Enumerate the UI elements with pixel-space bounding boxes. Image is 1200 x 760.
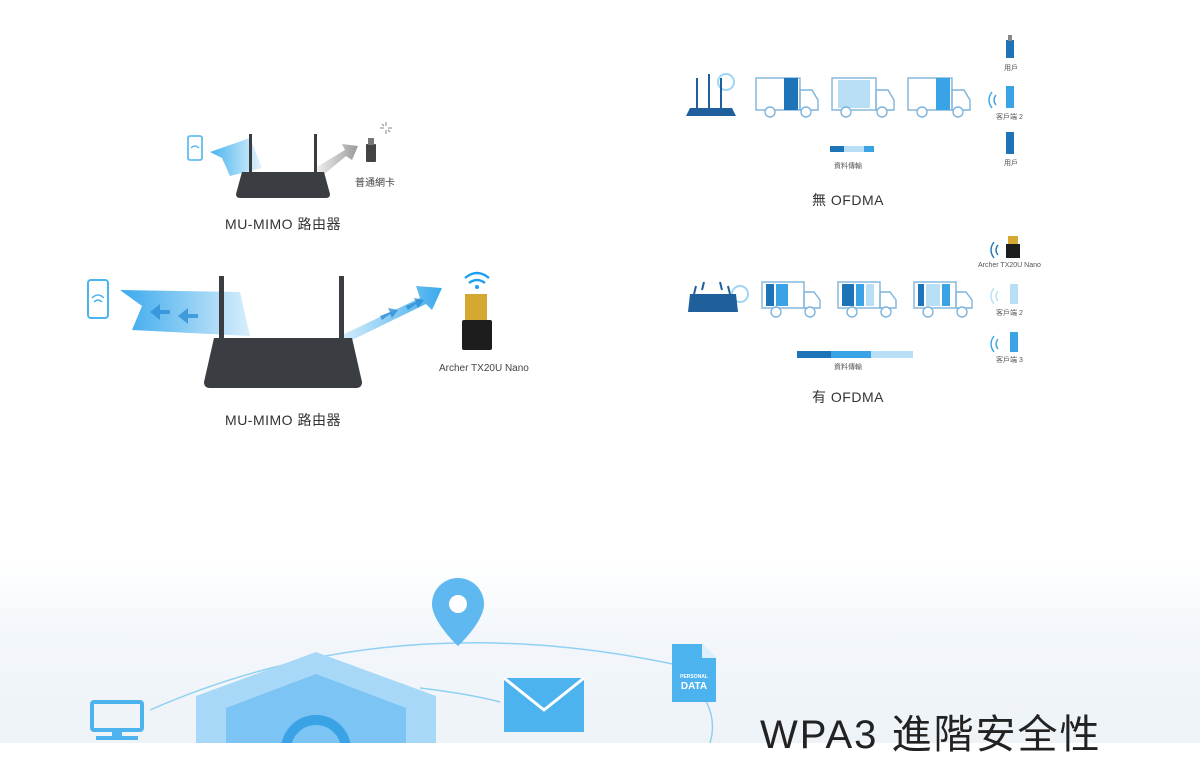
loading-icon bbox=[380, 122, 392, 134]
client-label-2: 客戶端 2 bbox=[996, 114, 1023, 121]
data-transfer-label: 資料傳輸 bbox=[834, 364, 862, 371]
data-transfer-bar bbox=[797, 351, 913, 358]
ofdma-with-diagram bbox=[688, 236, 1020, 358]
personal-data-label: DATA bbox=[680, 681, 708, 692]
truck-icon bbox=[831, 77, 895, 118]
monitor-icon bbox=[90, 700, 144, 740]
usb-adapter-icon bbox=[366, 138, 376, 162]
mumimo-bottom-label: MU-MIMO 路由器 bbox=[225, 412, 341, 428]
truck-icon bbox=[837, 281, 897, 318]
bottom-device-label: Archer TX20U Nano bbox=[439, 363, 529, 374]
security-illustration bbox=[90, 578, 716, 743]
beam-right-gray bbox=[315, 144, 358, 176]
truck-icon bbox=[761, 281, 821, 318]
top-device-label: 普通網卡 bbox=[355, 178, 395, 189]
beam-left-blue bbox=[210, 138, 262, 176]
router-icon bbox=[686, 73, 736, 116]
mumimo-bottom-diagram bbox=[87, 271, 492, 388]
without-ofdma-label: 無 OFDMA bbox=[812, 192, 884, 208]
client-device-icon bbox=[1006, 35, 1014, 58]
router-icon bbox=[688, 281, 749, 312]
client-label-3: 客戶端 3 bbox=[996, 357, 1023, 364]
client-device-icon bbox=[990, 236, 1020, 259]
router-large bbox=[204, 338, 362, 388]
security-title: WPA3 進階安全性 bbox=[760, 713, 1102, 757]
nano-adapter-icon bbox=[462, 294, 492, 350]
truck-icon bbox=[913, 281, 973, 318]
data-transfer-label: 資料傳輸 bbox=[834, 163, 862, 170]
shield-icon bbox=[196, 652, 436, 743]
client-label-1: Archer TX20U Nano bbox=[978, 262, 1041, 269]
truck-icon bbox=[907, 77, 971, 118]
with-ofdma-label: 有 OFDMA bbox=[812, 389, 884, 405]
data-transfer-bar bbox=[830, 146, 874, 152]
mail-icon bbox=[503, 676, 585, 732]
personal-data-document-icon bbox=[672, 644, 716, 702]
location-pin-icon bbox=[432, 578, 484, 646]
mumimo-top-label: MU-MIMO 路由器 bbox=[225, 216, 341, 232]
personal-data-label: PERSONAL bbox=[680, 674, 708, 680]
client-label-1: 用戶 bbox=[1004, 65, 1018, 72]
client-label-3: 用戶 bbox=[1004, 160, 1018, 167]
router-small bbox=[236, 172, 330, 198]
mumimo-top-diagram bbox=[187, 122, 392, 198]
client-device-icon bbox=[990, 284, 1018, 305]
client-device-icon bbox=[988, 86, 1014, 109]
phone-icon bbox=[87, 279, 109, 319]
phone-icon bbox=[187, 135, 203, 161]
ofdma-without-diagram bbox=[686, 35, 1014, 154]
client-label-2: 客戶端 2 bbox=[996, 310, 1023, 317]
client-device-icon bbox=[1006, 132, 1014, 154]
truck-icon bbox=[755, 77, 819, 118]
wifi-icon bbox=[464, 271, 490, 289]
client-device-icon bbox=[990, 332, 1018, 353]
